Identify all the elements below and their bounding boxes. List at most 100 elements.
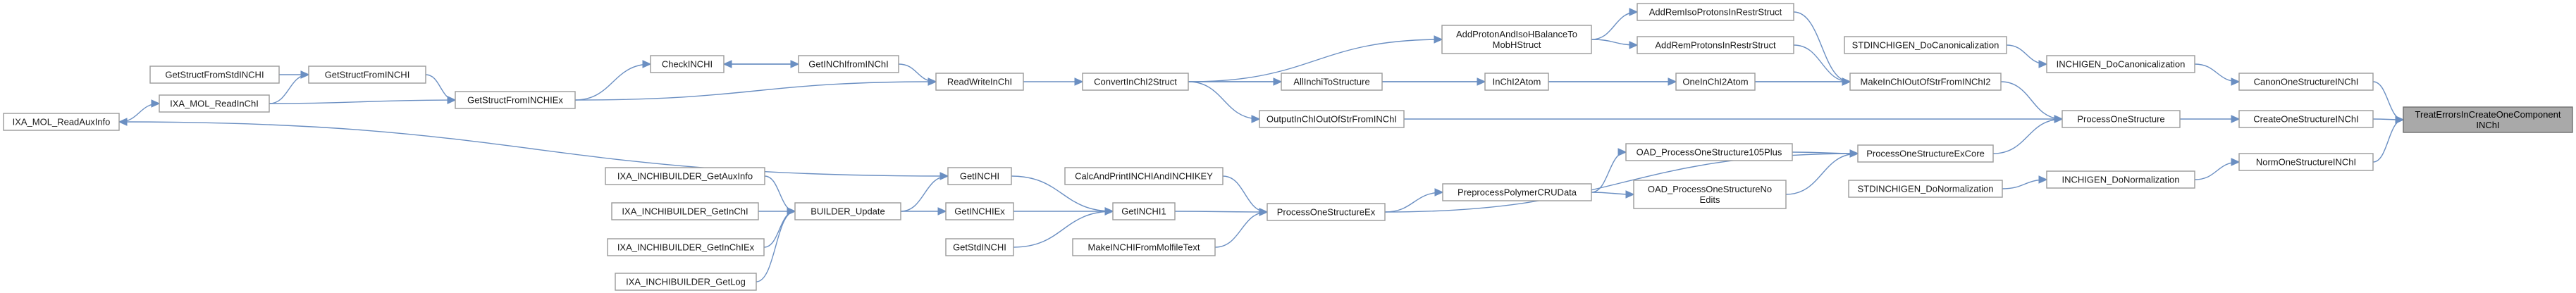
node-create-one-structure-inch-i[interactable]: CreateOneStructureINChI <box>2238 110 2374 128</box>
node-calc-and-print-inchiand-inchikey[interactable]: CalcAndPrintINCHIAndINCHIKEY <box>1064 167 1224 185</box>
node-label: BUILDER_Update <box>811 206 885 217</box>
node-label: ReadWriteInChI <box>947 77 1012 87</box>
node-box <box>615 273 757 291</box>
node-inchigen-do-canonicalization[interactable]: INCHIGEN_DoCanonicalization <box>2046 55 2195 73</box>
node-box <box>798 55 899 73</box>
node-box <box>607 238 765 256</box>
edge-get-inch-ifrom-inch-i-to-read-write-in-ch-i <box>898 63 936 82</box>
edge-get-struct-from-inchiex-to-read-write-in-ch-i <box>574 82 936 101</box>
node-make-inchifrom-molfile-text[interactable]: MakeINCHIFromMolfileText <box>1072 238 1216 256</box>
node-ixa-inchibuilder-get-in-ch-iex[interactable]: IXA_INCHIBUILDER_GetInChIEx <box>607 238 765 256</box>
node-ixa-inchibuilder-get-log[interactable]: IXA_INCHIBUILDER_GetLog <box>615 273 757 291</box>
node-label: OAD_ProcessOneStructureNo <box>1648 184 1772 194</box>
node-label: INChI <box>2476 120 2499 130</box>
node-get-inchiex[interactable]: GetINCHIEx <box>945 202 1014 220</box>
node-norm-one-structure-inch-i[interactable]: NormOneStructureINChI <box>2238 153 2374 171</box>
node-oad-process-one-structure105-plus[interactable]: OAD_ProcessOneStructure105Plus <box>1625 143 1793 161</box>
node-get-std-inchi[interactable]: GetStdINCHI <box>945 238 1014 256</box>
node-label: STDINCHIGEN_DoCanonicalization <box>1852 40 1999 51</box>
node-convert-in-ch-i2-struct[interactable]: ConvertInChI2Struct <box>1082 73 1189 91</box>
node-box <box>650 55 725 73</box>
node-preprocess-polymer-crudata[interactable]: PreprocessPolymerCRUData <box>1442 183 1592 201</box>
node-box <box>1625 143 1793 161</box>
node-box <box>3 113 120 131</box>
node-in-ch-i2-atom[interactable]: InChI2Atom <box>1484 73 1549 91</box>
node-box <box>1844 36 2007 54</box>
node-process-one-structure-ex-core[interactable]: ProcessOneStructureExCore <box>1857 144 1994 163</box>
node-label: IXA_INCHIBUILDER_GetAuxInfo <box>617 171 753 182</box>
node-label: GetINChIfromINChI <box>808 59 888 70</box>
edge-stdinchigen-do-normalization-to-inchigen-do-normalization <box>2002 180 2047 189</box>
node-process-one-structure-ex[interactable]: ProcessOneStructureEx <box>1267 203 1386 221</box>
node-all-inchi-to-structure[interactable]: AllInchiToStructure <box>1281 73 1383 91</box>
node-label: AddProtonAndIsoHBalanceTo <box>1456 29 1577 39</box>
node-box <box>605 167 765 185</box>
node-box <box>1848 180 2003 198</box>
node-stdinchigen-do-normalization[interactable]: STDINCHIGEN_DoNormalization <box>1848 180 2003 198</box>
node-label: GetStdINCHI <box>953 242 1006 253</box>
node-stdinchigen-do-canonicalization[interactable]: STDINCHIGEN_DoCanonicalization <box>1844 36 2007 54</box>
node-box <box>1112 202 1176 220</box>
node-get-inchi1[interactable]: GetINCHI1 <box>1112 202 1176 220</box>
node-box <box>794 202 901 220</box>
node-inchigen-do-normalization[interactable]: INCHIGEN_DoNormalization <box>2046 170 2195 189</box>
node-label: ProcessOneStructureExCore <box>1866 149 1985 159</box>
node-label: ProcessOneStructureEx <box>1277 207 1376 218</box>
node-box <box>2062 110 2181 128</box>
node-process-one-structure[interactable]: ProcessOneStructure <box>2062 110 2181 128</box>
node-label: GetINCHIEx <box>954 206 1005 217</box>
edge-create-one-structure-inch-i-to-root <box>2372 119 2403 120</box>
node-box <box>149 66 280 84</box>
node-one-in-ch-i2-atom[interactable]: OneInChI2Atom <box>1675 73 1756 91</box>
node-ixa-mol-read-aux-info[interactable]: IXA_MOL_ReadAuxInfo <box>3 113 120 131</box>
node-make-in-ch-iout-of-str-from-inch-i2[interactable]: MakeInChIOutOfStrFromINChI2 <box>1849 73 2002 91</box>
edge-make-in-ch-iout-of-str-from-inch-i2-to-process-one-structure <box>2000 81 2062 119</box>
node-box <box>308 66 426 84</box>
node-get-inchi[interactable]: GetINCHI <box>947 167 1012 185</box>
node-add-rem-protons-in-restr-struct[interactable]: AddRemProtonsInRestrStruct <box>1637 36 1794 54</box>
node-label: InChI2Atom <box>1493 77 1541 87</box>
node-builder-update[interactable]: BUILDER_Update <box>794 202 901 220</box>
node-get-struct-from-inchiex[interactable]: GetStructFromINCHIEx <box>455 91 576 109</box>
edge-get-struct-from-inchiex-to-check-inchi <box>574 64 651 101</box>
node-add-rem-iso-protons-in-restr-struct[interactable]: AddRemIsoProtonsInRestrStruct <box>1637 3 1794 21</box>
node-label: GetStructFromStdINCHI <box>165 70 264 80</box>
node-label: IXA_MOL_ReadInChI <box>170 99 259 109</box>
node-check-inchi[interactable]: CheckINCHI <box>650 55 725 73</box>
node-label: CreateOneStructureINChI <box>2253 114 2359 125</box>
node-box <box>1281 73 1383 91</box>
node-get-struct-from-std-inchi[interactable]: GetStructFromStdINCHI <box>149 66 280 84</box>
edge-make-inchifrom-molfile-text-to-process-one-structure-ex <box>1214 212 1267 248</box>
edge-canon-one-structure-inch-i-to-root <box>2372 81 2403 120</box>
node-ixa-mol-read-in-ch-i[interactable]: IXA_MOL_ReadInChI <box>159 94 270 113</box>
edge-stdinchigen-do-canonicalization-to-inchigen-do-canonicalization <box>2006 44 2047 64</box>
node-label: GetINCHI <box>960 171 999 182</box>
node-label: ConvertInChI2Struct <box>1094 77 1177 87</box>
node-get-struct-from-inchi[interactable]: GetStructFromINCHI <box>308 66 426 84</box>
node-label: AddRemIsoProtonsInRestrStruct <box>1649 7 1782 18</box>
node-label: ProcessOneStructure <box>2077 114 2164 125</box>
node-get-inch-ifrom-inch-i[interactable]: GetINChIfromINChI <box>798 55 899 73</box>
edge-oad-process-one-structure-no-edits-to-process-one-structure-ex-core <box>1785 154 1858 195</box>
node-label: AllInchiToStructure <box>1293 77 1369 87</box>
edge-convert-in-ch-i2-struct-to-add-proton-and-iso-hbalance-to-mob-hstruct <box>1188 39 1442 82</box>
edge-ixa-mol-read-in-ch-i-to-get-struct-from-inchi <box>269 75 309 104</box>
edge-ixa-mol-read-in-ch-i-to-get-struct-from-inchiex <box>269 100 455 104</box>
node-canon-one-structure-inch-i[interactable]: CanonOneStructureINChI <box>2238 73 2374 91</box>
node-label: PreprocessPolymerCRUData <box>1458 187 1577 198</box>
edge-preprocess-polymer-crudata-to-oad-process-one-structure-no-edits <box>1591 192 1634 194</box>
edge-process-one-structure-ex-to-preprocess-polymer-crudata <box>1384 192 1443 213</box>
edge-add-proton-and-iso-hbalance-to-mob-hstruct-to-add-rem-iso-protons-in-restr-struct <box>1591 12 1637 40</box>
node-label: INCHIGEN_DoNormalization <box>2062 175 2180 185</box>
node-ixa-inchibuilder-get-aux-info[interactable]: IXA_INCHIBUILDER_GetAuxInfo <box>605 167 765 185</box>
node-output-in-ch-iout-of-str-from-inch-i[interactable]: OutputInChIOutOfStrFromINChI <box>1259 110 1405 128</box>
node-read-write-in-ch-i[interactable]: ReadWriteInChI <box>935 73 1024 91</box>
node-box <box>2046 170 2195 189</box>
node-label: GetINCHI1 <box>1121 206 1166 217</box>
node-ixa-inchibuilder-get-in-ch-i[interactable]: IXA_INCHIBUILDER_GetInChI <box>611 202 759 220</box>
node-box <box>1484 73 1549 91</box>
node-box <box>159 94 270 113</box>
